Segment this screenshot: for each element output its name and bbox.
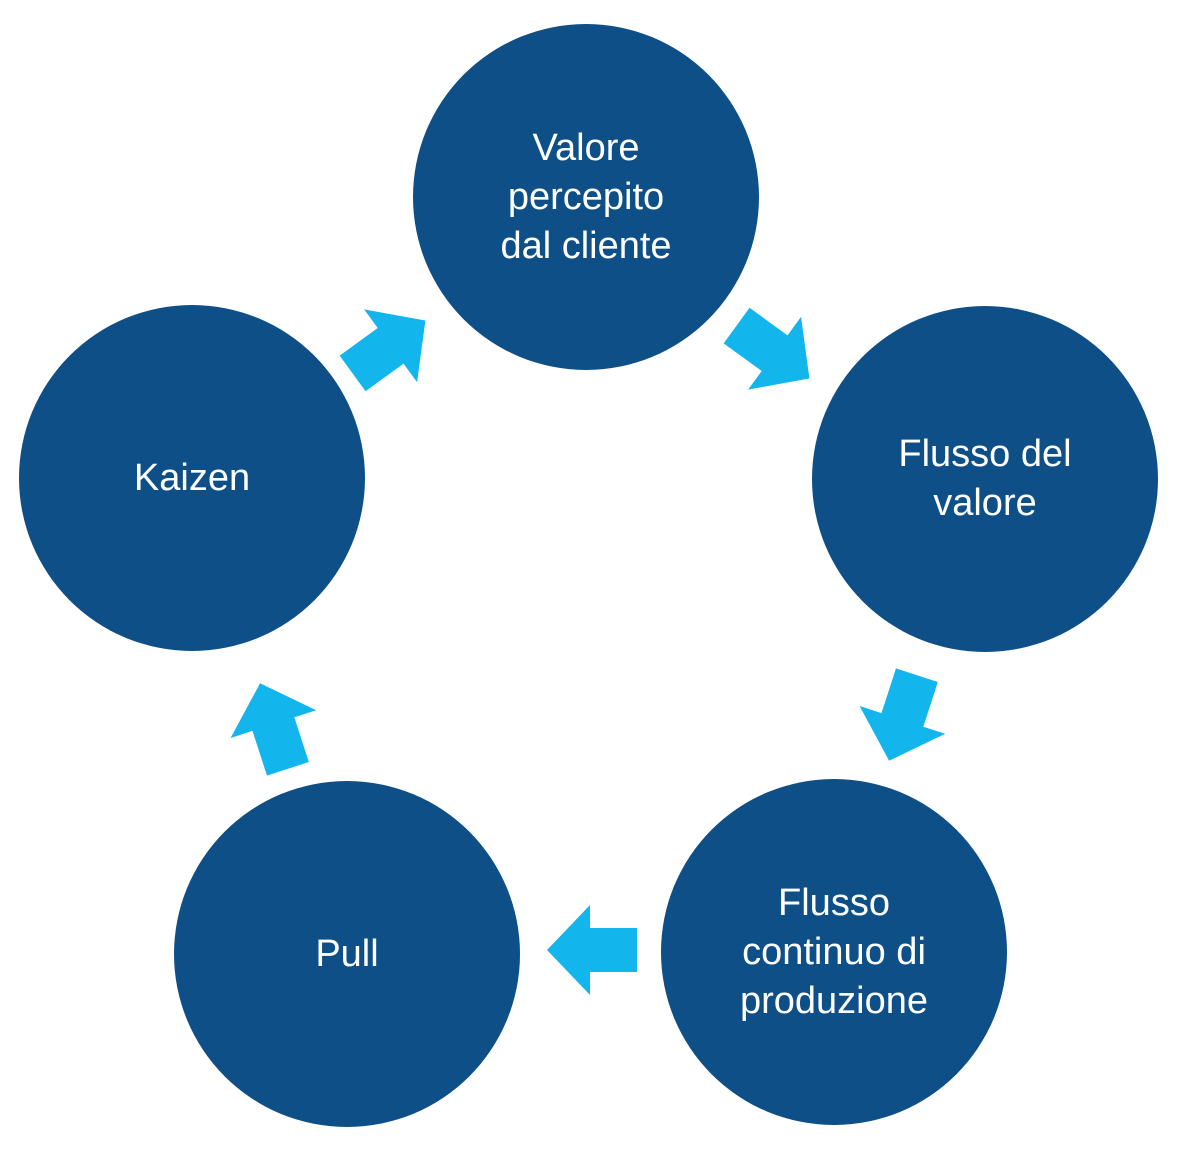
node-flusso-continuo: Flusso continuo di produzione <box>661 779 1007 1125</box>
arrow-right-icon <box>723 307 810 390</box>
node-label: Flusso continuo di produzione <box>739 881 929 1022</box>
node-label: Valore percepito dal cliente <box>500 126 672 267</box>
node-valore-percepito: Valore percepito dal cliente <box>413 24 759 370</box>
arrow-right-icon <box>339 309 426 392</box>
arrow-right-icon <box>547 905 637 995</box>
arrow-right-icon <box>230 683 317 776</box>
node-kaizen: Kaizen <box>19 305 365 651</box>
arrow-flusso-to-continuo <box>859 668 946 761</box>
arrow-pull-to-kaizen <box>230 683 317 776</box>
node-label: Kaizen <box>133 456 251 499</box>
node-label: Flusso del valore <box>898 433 1072 524</box>
arrow-kaizen-to-valore <box>339 309 426 392</box>
node-pull: Pull <box>174 781 520 1127</box>
arrow-right-icon <box>859 668 946 761</box>
node-flusso-del-valore: Flusso del valore <box>812 306 1158 652</box>
arrow-valore-to-flusso <box>723 307 810 390</box>
node-label: Pull <box>315 932 379 975</box>
arrow-continuo-to-pull <box>547 905 637 995</box>
